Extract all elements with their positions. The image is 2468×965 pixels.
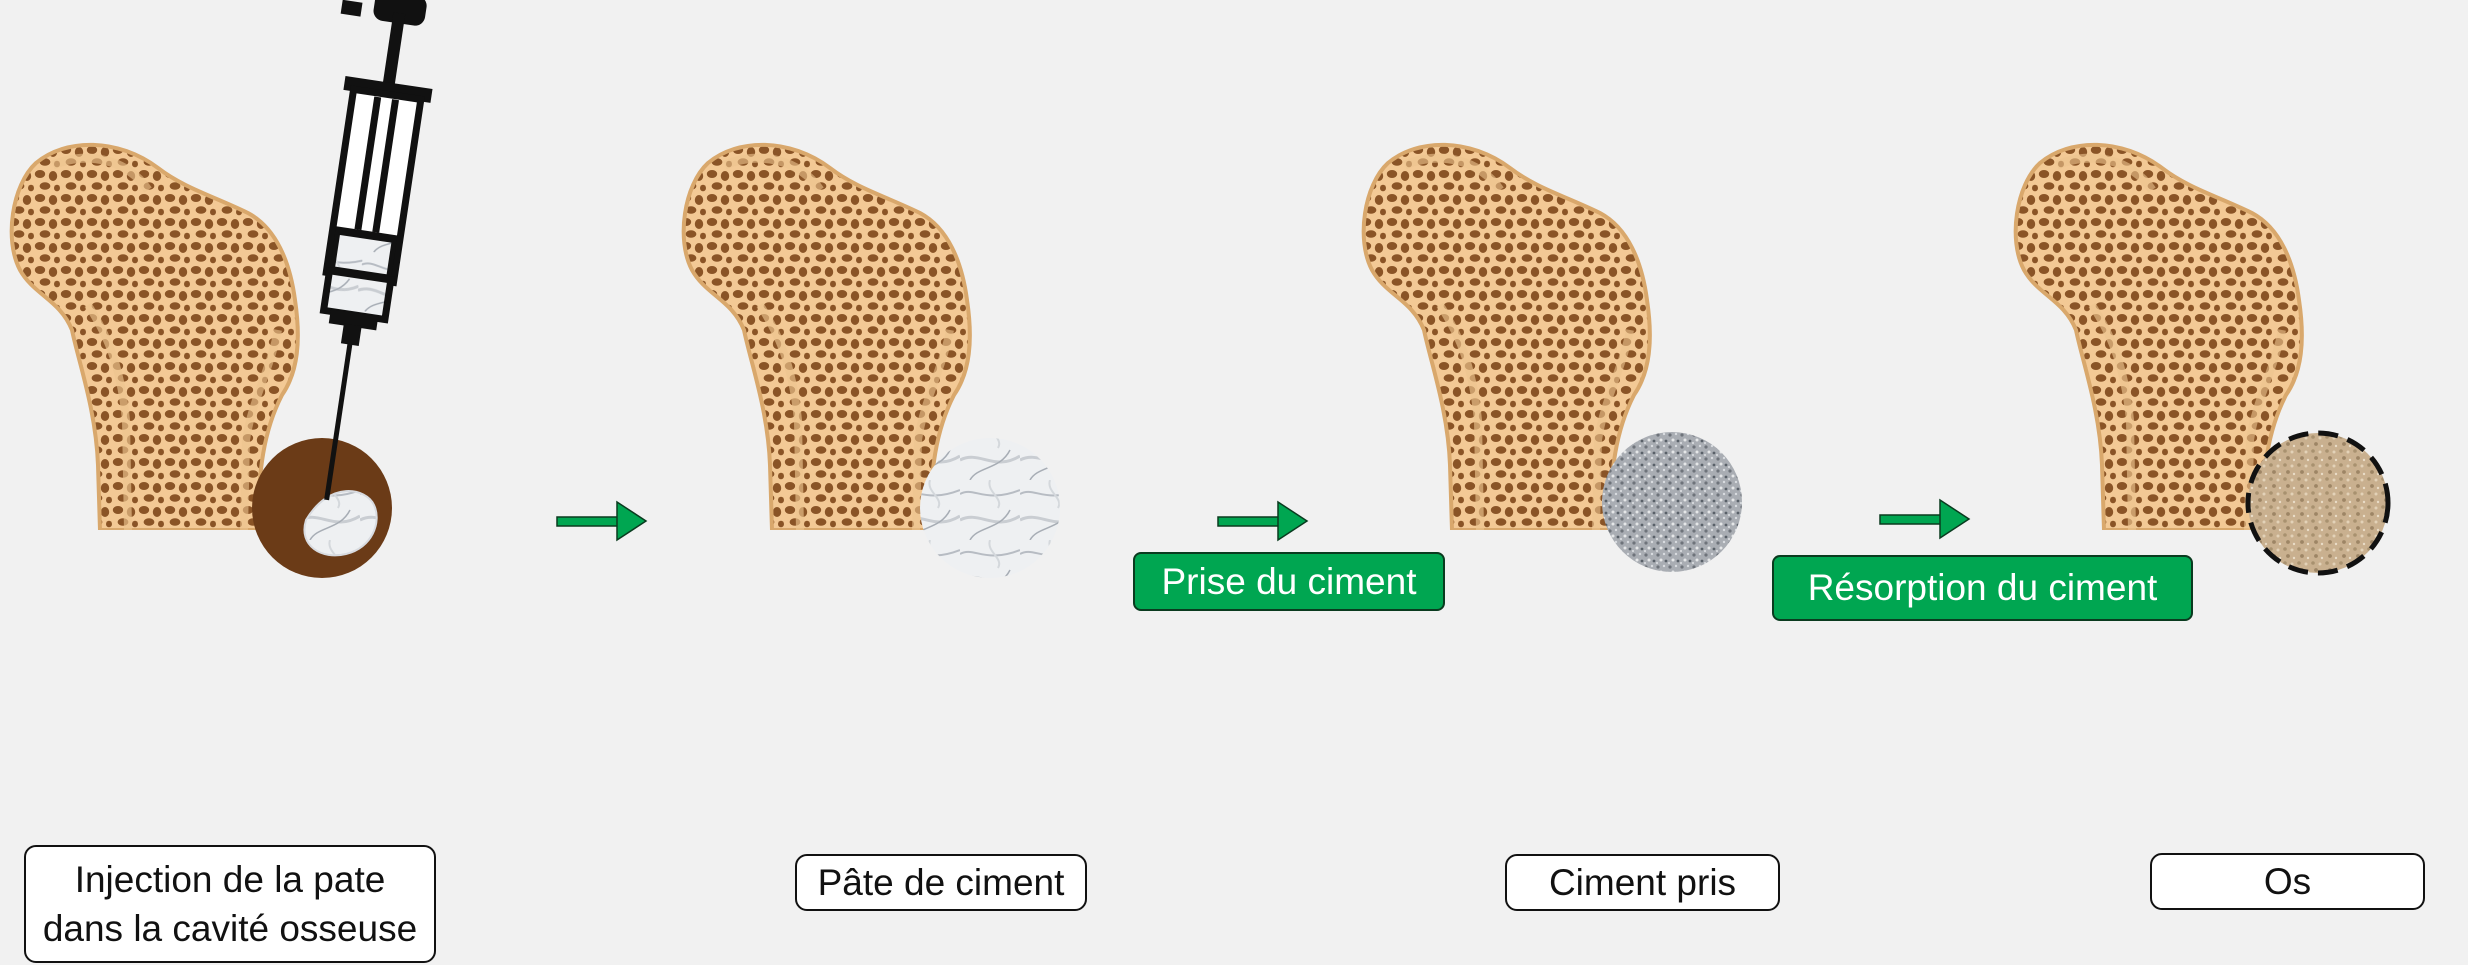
step-label-setting: Prise du ciment (1133, 552, 1445, 611)
step-label-resorption: Résorption du ciment (1772, 555, 2193, 621)
panel-2-caption-text: Pâte de ciment (818, 858, 1065, 907)
panel-1-caption-line-2: dans la cavité osseuse (43, 904, 417, 953)
panel-3-caption-text: Ciment pris (1549, 858, 1736, 907)
panel-1-femur (12, 0, 446, 578)
panel-1-caption-line-1: Injection de la pate (75, 855, 386, 904)
panel-1-caption: Injection de la pate dans la cavité osse… (24, 845, 436, 963)
arrow-right-icon (1880, 500, 1969, 538)
panel-4-caption-text: Os (2264, 857, 2311, 906)
arrow-right-icon (557, 502, 646, 540)
panel-3-caption: Ciment pris (1505, 854, 1780, 911)
syringe-icon (269, 0, 446, 506)
panel-4-caption: Os (2150, 853, 2425, 910)
arrow-right-icon (1218, 502, 1307, 540)
new-bone (2248, 433, 2388, 573)
panel-3-femur (1364, 145, 1742, 572)
set-cement (1602, 432, 1742, 572)
panel-2-caption: Pâte de ciment (795, 854, 1087, 911)
cement-paste (920, 438, 1060, 578)
panel-2-femur (684, 145, 1060, 578)
panel-4-femur (2016, 145, 2388, 573)
